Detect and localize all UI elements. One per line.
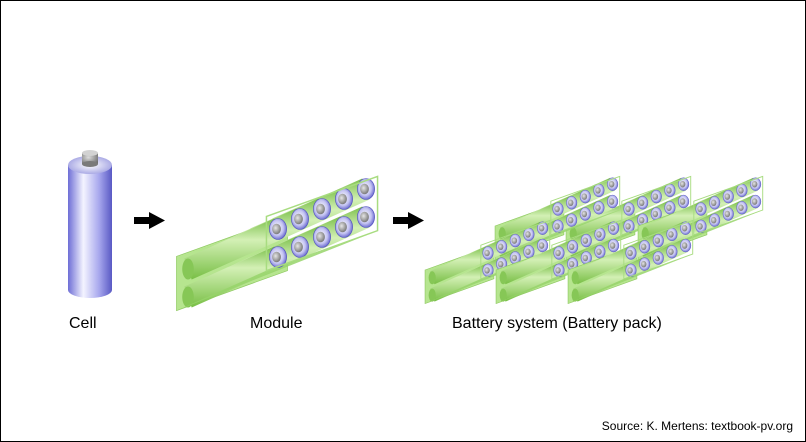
source-credit: Source: K. Mertens: textbook-pv.org bbox=[601, 419, 793, 433]
cell-icon bbox=[68, 150, 112, 298]
module-label: Module bbox=[250, 315, 303, 332]
module-icon bbox=[176, 175, 379, 312]
arrow-icon bbox=[134, 212, 165, 229]
pack-module bbox=[495, 219, 622, 305]
module-block bbox=[176, 175, 379, 312]
cell-label: Cell bbox=[69, 315, 97, 332]
battery-system-label: Battery system (Battery pack) bbox=[452, 315, 662, 332]
battery-pack-icon bbox=[424, 175, 764, 305]
pack-module bbox=[567, 219, 694, 305]
arrow-icon bbox=[393, 212, 424, 229]
